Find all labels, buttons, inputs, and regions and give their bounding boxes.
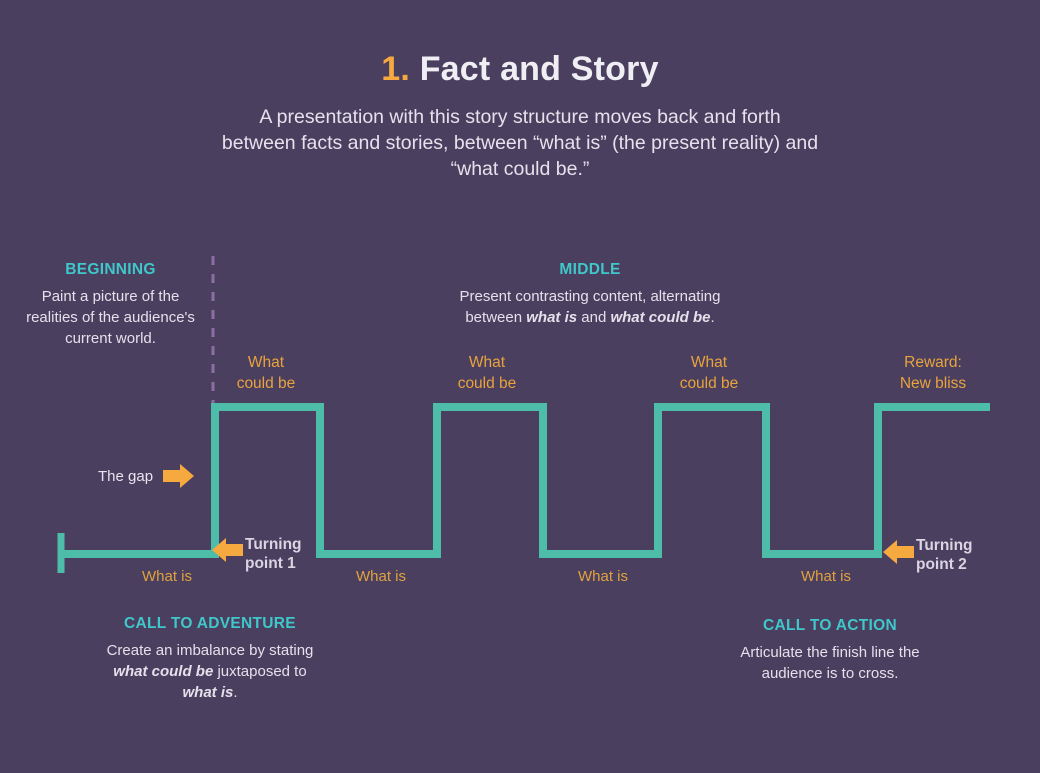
call-to-action-body: Articulate the finish line the audience … (740, 644, 920, 682)
turning-point-2-label: Turning point 2 (916, 536, 973, 574)
wave-low-label-1: What is (141, 568, 192, 585)
turning-point-1-arrow-icon (212, 538, 243, 562)
call-to-adventure-body: Create an imbalance by stating what coul… (105, 640, 315, 703)
call-to-adventure-title: CALL TO ADVENTURE (124, 615, 296, 632)
wave-low-label-4: What is (800, 568, 851, 585)
middle-body-part2: and (577, 309, 611, 326)
middle-title: MIDDLE (559, 261, 621, 278)
wave-high-label-2-line1: What (468, 354, 506, 371)
turning-point-2-line1: Turning (916, 537, 973, 554)
cta-adventure-part1: Create an imbalance by stating (106, 642, 314, 659)
beginning-title: BEGINNING (65, 261, 156, 278)
gap-arrow-icon (163, 464, 194, 488)
call-to-action-title: CALL TO ACTION (763, 617, 897, 634)
beginning-body: Paint a picture of the realities of the … (26, 288, 195, 347)
wave-high-label-3-line1: What (690, 354, 728, 371)
page-subtitle: A presentation with this story structure… (221, 106, 819, 180)
wave-high-label-1-line1: What (247, 354, 285, 371)
title-number: 1. (381, 50, 411, 88)
turning-point-1-line2: point 1 (245, 555, 296, 572)
turning-point-1-label: Turning point 1 (245, 535, 302, 573)
turning-point-1-line1: Turning (245, 536, 302, 553)
wave-high-label-3-line2: could be (679, 375, 739, 392)
turning-point-2-arrow-icon (883, 540, 914, 564)
gap-label: The gap (98, 468, 154, 485)
section-middle: MIDDLE Present contrasting content, alte… (435, 261, 745, 328)
wave-high-label-2-line2: could be (457, 375, 517, 392)
middle-body-em2: what could be (610, 309, 711, 326)
wave-high-label-1: What could be (205, 352, 327, 394)
title-text: Fact and Story (419, 50, 659, 88)
wave-high-label-2: What could be (426, 352, 548, 394)
middle-body-em1: what is (526, 309, 578, 326)
section-call-to-adventure: CALL TO ADVENTURE Create an imbalance by… (105, 615, 315, 703)
turning-point-2-line2: point 2 (916, 556, 967, 573)
wave-high-label-4-line1: Reward: (904, 354, 962, 371)
section-beginning: BEGINNING Paint a picture of the realiti… (18, 261, 203, 349)
middle-body-part1: Present contrasting content, alternating… (459, 288, 721, 326)
section-call-to-action: CALL TO ACTION Articulate the finish lin… (730, 617, 930, 684)
wave-path (60, 403, 990, 558)
wave-high-label-4-reward: Reward: New bliss (872, 352, 994, 394)
cta-adventure-part2: juxtaposed to (213, 663, 307, 680)
wave-high-label-1-line2: could be (236, 375, 296, 392)
wave-high-label-3: What could be (648, 352, 770, 394)
page-title: 1. Fact and Story (0, 0, 1040, 89)
wave-low-label-3: What is (577, 568, 628, 585)
cta-adventure-em1: what could be (113, 663, 214, 680)
header: 1. Fact and Story A presentation with th… (0, 0, 1040, 182)
cta-adventure-em2: what is (182, 684, 234, 701)
wave-high-label-4-line2: New bliss (899, 375, 967, 392)
wave-low-label-2: What is (355, 568, 406, 585)
middle-body-part3: . (710, 309, 715, 326)
cta-adventure-part3: . (233, 684, 238, 701)
middle-body: Present contrasting content, alternating… (435, 286, 745, 328)
